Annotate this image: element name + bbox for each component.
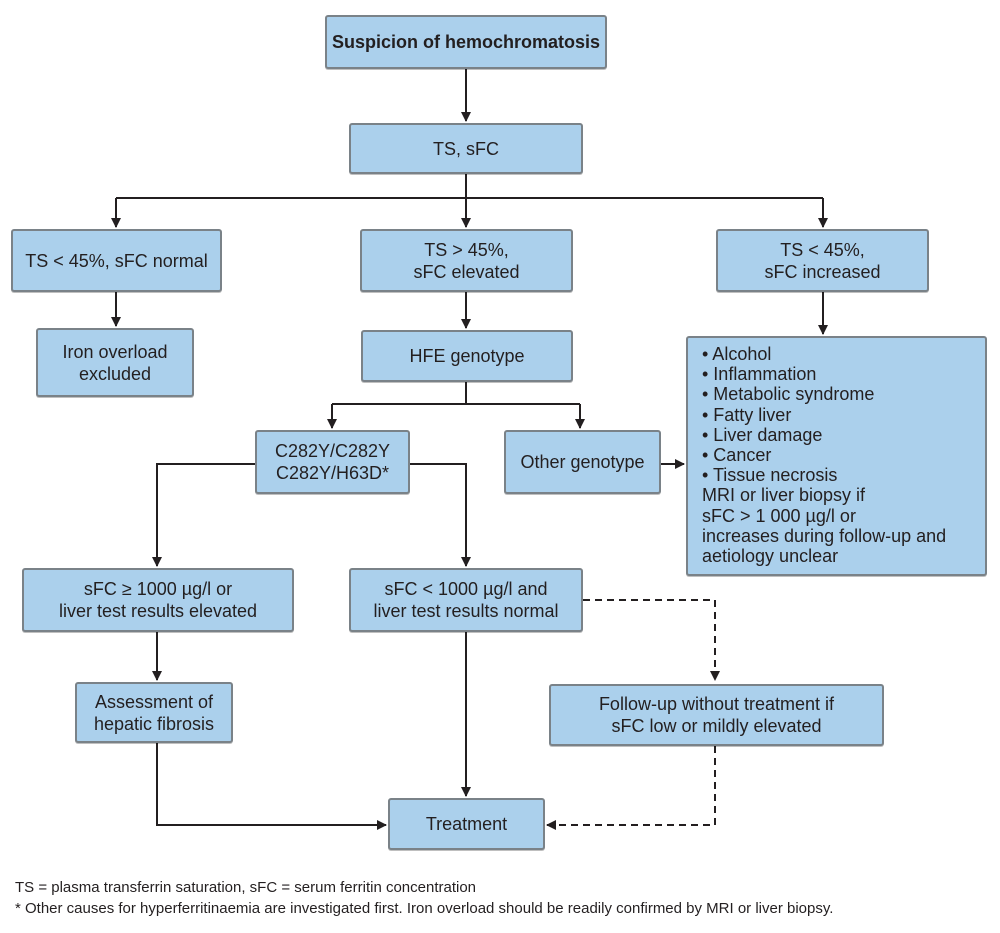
node-treatment: Treatment <box>388 798 545 850</box>
causes-item-7: • Tissue necrosis <box>702 465 838 486</box>
node-c282y: C282Y/C282Y C282Y/H63D* <box>255 430 410 494</box>
node-other-genotype-label: Other genotype <box>520 452 645 472</box>
arrow-c282y-to-sfc-low <box>408 463 471 567</box>
footnote-abbreviations: TS = plasma transferrin saturation, sFC … <box>15 879 477 896</box>
node-assessment: Assessment of hepatic fibrosis <box>75 682 233 743</box>
node-ts-low-sfc-normal-label: TS < 45%, sFC normal <box>25 250 208 271</box>
node-ts-high-sfc-elevated: TS > 45%, sFC elevated <box>360 229 573 292</box>
node-treatment-label: Treatment <box>425 814 508 834</box>
dashed-arrow-followup-to-treatment <box>546 746 716 830</box>
causes-note-line-3: increases during follow-up and <box>702 525 947 546</box>
causes-item-1: • Alcohol <box>702 344 772 364</box>
node-causes-list: • Alcohol • Inflammation • Metabolic syn… <box>686 336 987 576</box>
node-hfe-genotype: HFE genotype <box>361 330 573 382</box>
node-assessment-line-1: Assessment of <box>94 691 214 712</box>
footnote-other-causes: * Other causes for hyperferritinaemia ar… <box>15 900 834 917</box>
node-sfc-high-line-1: sFC ≥ 1000 µg/l or <box>83 579 233 599</box>
causes-note-line-4: aetiology unclear <box>702 546 839 567</box>
node-sfc-low-line-2: liver test results normal <box>373 601 559 621</box>
node-ts-high-sfc-elevated-line-2: sFC elevated <box>413 261 520 282</box>
causes-item-5: • Liver damage <box>702 424 823 445</box>
node-sfc-low: sFC < 1000 µg/l and liver test results n… <box>349 568 583 632</box>
causes-item-2: • Inflammation <box>702 364 817 385</box>
node-sfc-high-line-2: liver test results elevated <box>58 601 258 621</box>
node-suspicion: Suspicion of hemochromatosis <box>325 15 607 69</box>
node-ts-low-sfc-increased-line-2: sFC increased <box>764 261 881 282</box>
node-followup-line-2: sFC low or mildly elevated <box>611 716 822 736</box>
node-sfc-low-line-1: sFC < 1000 µg/l and <box>384 579 548 599</box>
node-iron-overload-excluded: Iron overload excluded <box>36 328 194 397</box>
dashed-arrow-sfc-low-to-followup <box>583 599 720 681</box>
node-ts-sfc-label: TS, sFC <box>433 138 499 159</box>
node-other-genotype: Other genotype <box>504 430 661 494</box>
node-hfe-genotype-label: HFE genotype <box>409 346 525 366</box>
causes-note-line-1: MRI or liver biopsy if <box>702 485 866 506</box>
node-followup: Follow-up without treatment if sFC low o… <box>549 684 884 746</box>
node-iron-overload-excluded-line-2: excluded <box>78 363 152 384</box>
node-ts-low-sfc-normal: TS < 45%, sFC normal <box>11 229 222 292</box>
node-ts-high-sfc-elevated-line-1: TS > 45%, <box>424 239 509 260</box>
node-ts-low-sfc-increased-line-1: TS < 45%, <box>780 239 865 260</box>
node-ts-low-sfc-increased: TS < 45%, sFC increased <box>716 229 929 292</box>
node-assessment-line-2: hepatic fibrosis <box>93 713 215 734</box>
node-c282y-line-1: C282Y/C282Y <box>274 441 391 461</box>
node-sfc-high: sFC ≥ 1000 µg/l or liver test results el… <box>22 568 294 632</box>
arrow-c282y-to-sfc-high <box>152 463 255 567</box>
arrow-assessment-to-treatment <box>156 743 387 830</box>
causes-item-3: • Metabolic syndrome <box>702 384 875 405</box>
node-iron-overload-excluded-line-1: Iron overload <box>62 341 168 362</box>
node-ts-sfc: TS, sFC <box>349 123 583 174</box>
node-c282y-line-2: C282Y/H63D* <box>275 463 390 483</box>
node-suspicion-label: Suspicion of hemochromatosis <box>331 32 601 52</box>
node-followup-line-1: Follow-up without treatment if <box>598 694 835 714</box>
causes-note-line-2: sFC > 1 000 µg/l or <box>702 505 856 526</box>
causes-item-4: • Fatty liver <box>702 404 792 425</box>
causes-item-6: • Cancer <box>702 445 772 466</box>
